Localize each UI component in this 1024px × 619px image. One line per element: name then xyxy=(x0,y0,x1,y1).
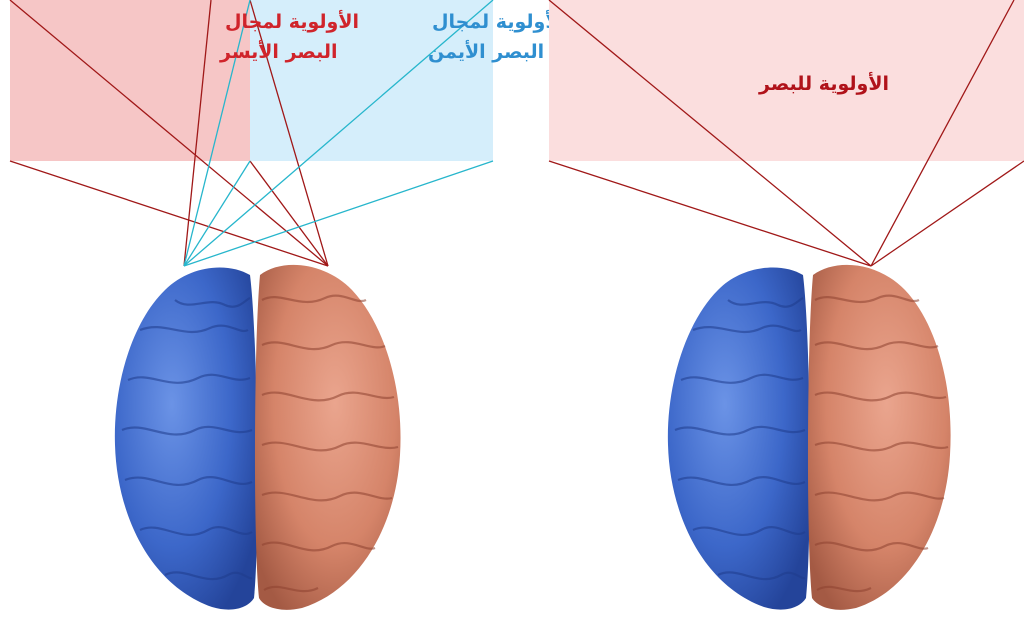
left-hemisphere xyxy=(115,267,258,609)
brain-right-panel xyxy=(668,265,951,610)
right-panel: الأولوية للبصر xyxy=(549,0,1024,610)
left-hemisphere-right-panel xyxy=(668,267,810,609)
left-field-label-line2: البصر الأيسر xyxy=(219,40,338,63)
right-hemisphere-right-panel xyxy=(808,265,951,610)
right-hemisphere xyxy=(255,265,401,610)
right-field-label-line1: الأولوية لمجال xyxy=(432,10,566,33)
left-field-label-line1: الأولوية لمجال xyxy=(225,10,359,33)
right-field-label-line2: البصر الأيمن xyxy=(428,40,544,63)
left-visual-field-box xyxy=(10,0,250,161)
brain-left-panel xyxy=(115,265,401,610)
vision-priority-label: الأولوية للبصر xyxy=(758,72,889,95)
left-panel: الأولوية لمجال البصر الأيسر الأولوية لمج… xyxy=(10,0,566,610)
